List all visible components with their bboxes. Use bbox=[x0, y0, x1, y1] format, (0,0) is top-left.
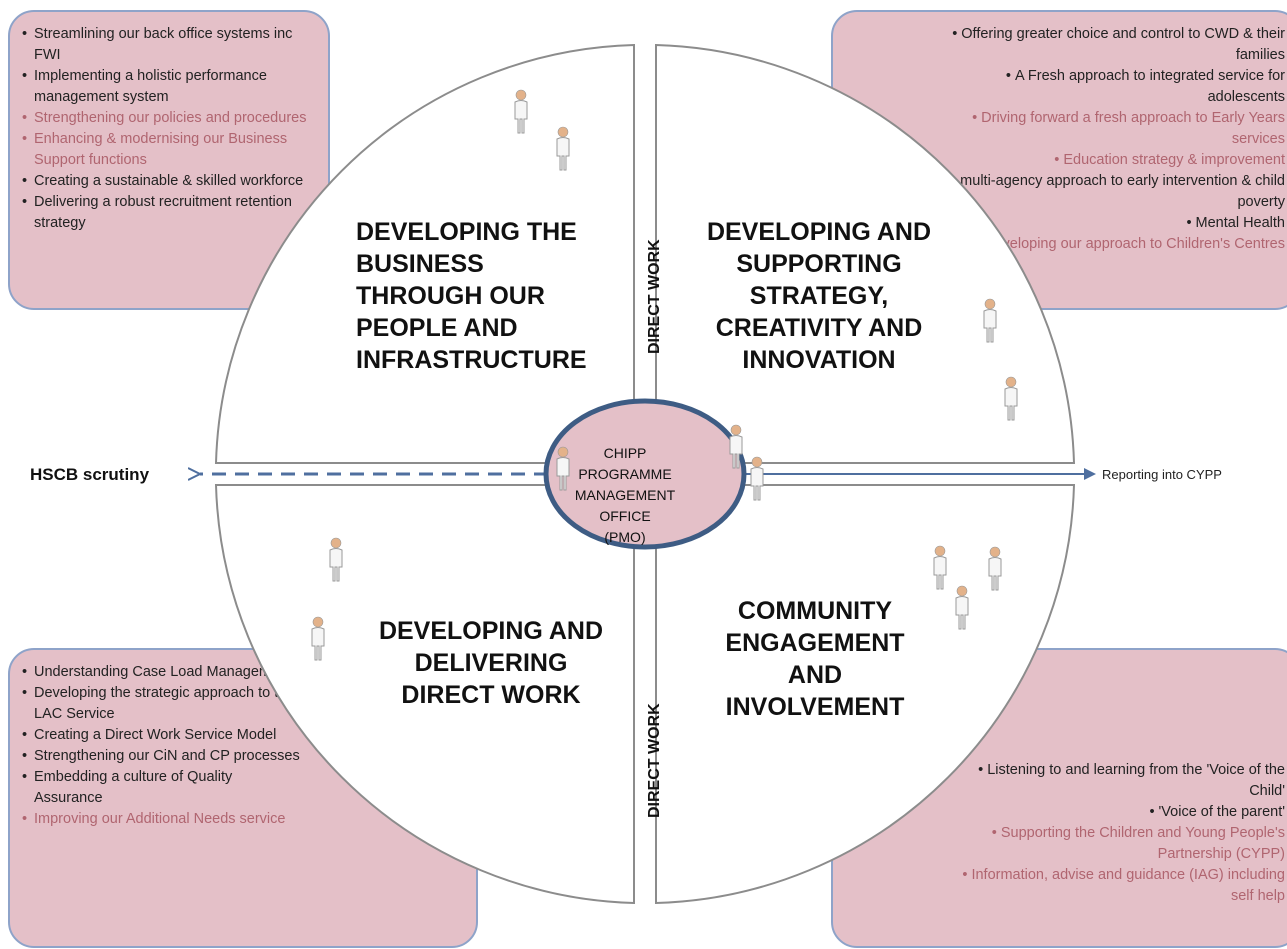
list-item: Supporting the Children and Young People… bbox=[955, 823, 1285, 865]
list-item: Understanding Case Load Management bbox=[20, 662, 300, 683]
text-line: INVOLVEMENT bbox=[725, 693, 905, 721]
text-line: (PMO) bbox=[604, 529, 646, 545]
list-item: Driving forward a fresh approach to Earl… bbox=[925, 108, 1285, 150]
list-item: Implementing a holistic performance mana… bbox=[20, 66, 320, 108]
quadrant-title-bottom-left: DEVELOPING AND DELIVERING DIRECT WORK bbox=[356, 615, 626, 711]
list-item: Strengthening our policies and procedure… bbox=[20, 108, 320, 129]
list-item: Creating a Direct Work Service Model bbox=[20, 725, 300, 746]
quadrant-bottom-left bbox=[214, 484, 635, 905]
quadrant-title-top-right: DEVELOPING AND SUPPORTING STRATEGY, CREATIV… bbox=[684, 216, 954, 376]
list-item: Information, advise and guidance (IAG) i… bbox=[955, 865, 1285, 907]
quadrant-title-top-left: DEVELOPING THE BUSINESS THROUGH OUR PEOPLE … bbox=[356, 216, 616, 376]
text-line: STRATEGY, bbox=[749, 282, 889, 310]
list-item: Delivering a robust recruitment retentio… bbox=[20, 192, 320, 234]
text-line: CHIPP bbox=[603, 445, 647, 461]
list-item: Streamlining our back office systems inc… bbox=[20, 24, 320, 66]
text-line: INNOVATION bbox=[742, 346, 896, 374]
list-top-left: Streamlining our back office systems inc… bbox=[20, 24, 320, 234]
hscb-scrutiny-label: HSCB scrutiny bbox=[30, 465, 150, 484]
list-item: Embedding a culture of Quality Assurance bbox=[20, 767, 300, 809]
quadrant-top-right bbox=[655, 43, 1076, 464]
list-item: Developing our approach to Children's Ce… bbox=[925, 234, 1285, 255]
text-line: PEOPLE AND bbox=[356, 314, 518, 342]
text-line: INFRASTRUCTURE bbox=[356, 346, 587, 374]
text-line: COMMUNITY bbox=[737, 597, 893, 625]
direct-work-label-top: DIRECT WORK bbox=[646, 239, 663, 354]
list-item: Improving our Additional Needs service bbox=[20, 809, 300, 830]
quadrant-title-bottom-right: COMMUNITY ENGAGEMENT AND INVOLVEMENT bbox=[690, 595, 940, 723]
list-item: Education strategy & improvement bbox=[925, 150, 1285, 171]
text-line: DEVELOPING AND bbox=[378, 617, 604, 645]
list-item: Creating a sustainable & skilled workfor… bbox=[20, 171, 320, 192]
list-item: Strengthening our CiN and CP processes bbox=[20, 746, 300, 767]
direct-work-label-bottom: DIRECT WORK bbox=[646, 703, 663, 818]
quadrant-top-left bbox=[214, 43, 635, 464]
text-line: ENGAGEMENT bbox=[725, 629, 905, 657]
hub-ellipse bbox=[543, 398, 747, 550]
list-item: Mental Health bbox=[925, 213, 1285, 234]
hub-label: CHIPP PROGRAMME MANAGEMENT OFFICE (PMO) bbox=[560, 443, 690, 548]
text-line: OFFICE bbox=[599, 508, 651, 524]
list-bottom-left: Understanding Case Load ManagementDevelo… bbox=[20, 662, 300, 830]
quadrant-bottom-right bbox=[655, 484, 1076, 905]
list-item: Offering greater choice and control to C… bbox=[925, 24, 1285, 66]
text-line: DEVELOPING THE bbox=[356, 218, 577, 246]
text-line: DELIVERING bbox=[414, 649, 568, 677]
reporting-cypp-label: Reporting into CYPP bbox=[1102, 467, 1222, 482]
text-line: PROGRAMME bbox=[578, 466, 672, 482]
text-line: MANAGEMENT bbox=[574, 487, 676, 503]
text-line: CREATIVITY AND bbox=[715, 314, 923, 342]
quadrant-shapes bbox=[214, 43, 1076, 905]
list-bottom-right: Listening to and learning from the 'Voic… bbox=[955, 760, 1285, 907]
list-item: A Fresh approach to integrated service f… bbox=[925, 66, 1285, 108]
list-item: 'Voice of the parent' bbox=[955, 802, 1285, 823]
list-item: A multi-agency approach to early interve… bbox=[925, 171, 1285, 213]
list-item: Enhancing & modernising our Business Sup… bbox=[20, 129, 320, 171]
text-line: AND bbox=[787, 661, 843, 689]
text-line: DEVELOPING AND bbox=[706, 218, 932, 246]
text-line: BUSINESS bbox=[356, 250, 484, 278]
list-top-right: Offering greater choice and control to C… bbox=[925, 24, 1285, 255]
text-line: SUPPORTING bbox=[736, 250, 902, 278]
list-item: Developing the strategic approach to the… bbox=[20, 683, 300, 725]
list-item: Listening to and learning from the 'Voic… bbox=[955, 760, 1285, 802]
text-line: DIRECT WORK bbox=[401, 681, 581, 709]
text-line: THROUGH OUR bbox=[356, 282, 545, 310]
